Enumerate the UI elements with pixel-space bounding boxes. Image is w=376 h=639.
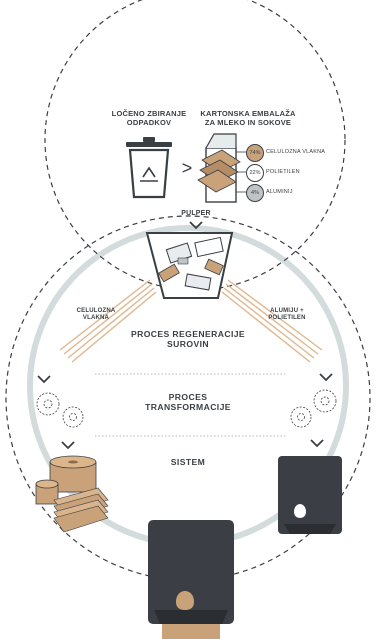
fiber-stream-left xyxy=(59,279,157,363)
polyethylene-stream-right xyxy=(221,279,323,363)
lower-dashed-circle xyxy=(5,215,371,581)
paper-products-icon xyxy=(35,455,109,533)
stage-system: SISTEM xyxy=(170,457,206,467)
left-branch-label: CELULOZNA VLAKNA xyxy=(76,308,116,321)
chevron-down-right-1 xyxy=(319,373,333,382)
stage-regeneration: PROCES REGENERACIJE SUROVIN xyxy=(130,329,246,349)
composition-label-polyethylene: POLIETILEN xyxy=(266,169,300,175)
composition-pct-aluminium: 4% xyxy=(246,184,264,202)
towel-dispenser-small-icon xyxy=(278,456,342,534)
chevron-down-left-2 xyxy=(61,441,75,450)
recycle-bin-icon xyxy=(126,137,172,199)
chevron-down-right-2 xyxy=(310,439,324,448)
chevron-down-left-1 xyxy=(37,375,51,384)
gears-icon-right xyxy=(290,389,337,428)
composition-label-cellulose: CELULOZNA VLAKNA xyxy=(266,149,326,155)
pulper-tank-icon xyxy=(145,232,234,299)
towel-dispenser-large-icon xyxy=(148,520,234,639)
gears-icon-left xyxy=(36,392,84,428)
right-branch-label: ALUMIJU + POLIETILEN xyxy=(268,308,306,321)
composition-pct-polyethylene: 22% xyxy=(246,164,264,182)
carton-pile-icon xyxy=(197,133,241,203)
carton-title: KARTONSKA EMBALAŽA ZA MLEKO IN SOKOVE xyxy=(200,109,296,127)
arrow-right-icon: > xyxy=(181,158,193,178)
pulper-label: PULPER xyxy=(181,210,211,217)
stage-transformation: PROCES TRANSFORMACIJE xyxy=(145,392,231,412)
collection-title: LOČENO ZBIRANJE ODPADKOV xyxy=(111,109,187,127)
composition-label-aluminium: ALUMINIJ xyxy=(266,189,293,195)
composition-pct-cellulose: 74% xyxy=(246,144,264,162)
pulper-arrow-icon xyxy=(189,221,203,230)
